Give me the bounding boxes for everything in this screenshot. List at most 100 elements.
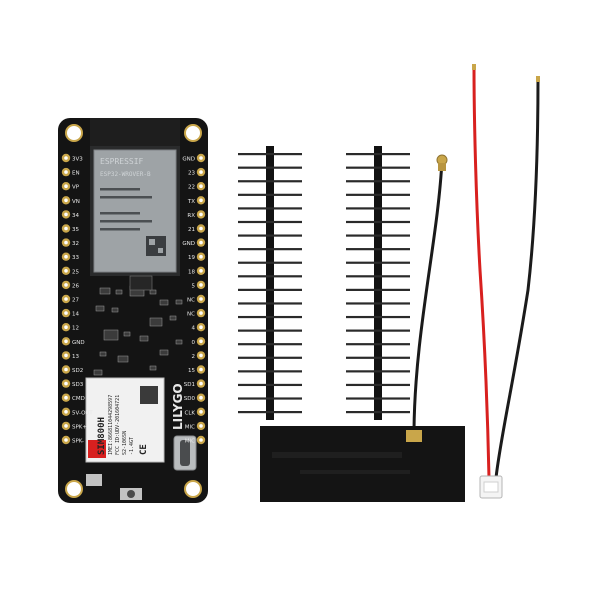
qr-code-corner bbox=[158, 248, 163, 253]
brand-label-group: LILYGO bbox=[171, 383, 185, 430]
sim-label-group: SIM800H IMEI:866811044298597 FCC ID:UDV-… bbox=[97, 395, 149, 455]
header-pin bbox=[346, 343, 410, 346]
pin-label: 33 bbox=[72, 255, 79, 261]
brand-logo: LILYGO bbox=[171, 383, 185, 430]
ttgo-t-call-board: ESPRESSIF ESP32-WROVER-B SIM800H IMEI:86… bbox=[58, 118, 208, 503]
pin-hole bbox=[199, 212, 203, 217]
pin-label: CMD bbox=[72, 396, 85, 402]
pin-hole bbox=[199, 226, 203, 231]
pin-hole bbox=[199, 311, 203, 315]
battery-cable bbox=[472, 64, 540, 499]
pin-hole bbox=[64, 156, 68, 160]
pin-label: 27 bbox=[72, 298, 79, 304]
pin-label: 23 bbox=[188, 171, 195, 177]
smd-part bbox=[123, 331, 131, 337]
pin-hole bbox=[64, 325, 68, 330]
header-pin bbox=[346, 302, 410, 305]
pin-hole bbox=[64, 184, 68, 188]
pin-hole bbox=[199, 438, 203, 442]
pin-label: 18 bbox=[188, 269, 195, 275]
header-pin bbox=[346, 153, 410, 156]
pin-header-right bbox=[346, 146, 410, 420]
smd-part bbox=[175, 339, 183, 345]
antenna-trace bbox=[300, 470, 410, 474]
header-pin bbox=[346, 288, 410, 291]
header-pin bbox=[238, 166, 302, 169]
header-pin bbox=[346, 315, 410, 319]
right-header-pads bbox=[196, 153, 206, 445]
header-plastic bbox=[266, 146, 274, 420]
pin-hole bbox=[64, 212, 68, 217]
header-pin bbox=[238, 397, 302, 400]
header-pin bbox=[238, 207, 302, 210]
pin-hole bbox=[199, 170, 203, 174]
antenna-trace bbox=[272, 452, 402, 458]
sim-line-3: S2-106SN bbox=[122, 431, 128, 455]
smd-part bbox=[93, 369, 103, 376]
pin-label: GND bbox=[182, 157, 195, 163]
pin-label: 4 bbox=[192, 326, 196, 332]
pin-hole bbox=[199, 353, 203, 358]
sim-line-4: -1.4GT bbox=[129, 437, 135, 455]
pin-label: SPK+ bbox=[72, 424, 87, 430]
header-pin bbox=[346, 411, 410, 414]
pin-hole bbox=[64, 438, 68, 442]
pin-label: MIC bbox=[185, 424, 195, 430]
pin-label: RX bbox=[187, 213, 195, 219]
smd-part bbox=[99, 351, 107, 357]
fine-print-line bbox=[100, 220, 152, 223]
pin-hole bbox=[64, 297, 68, 301]
header-plastic bbox=[374, 146, 382, 420]
pin-hole bbox=[199, 424, 203, 428]
pin-label: 3V3 bbox=[72, 157, 83, 163]
header-pin bbox=[238, 275, 302, 278]
header-pin bbox=[346, 383, 410, 387]
pin-label: GND bbox=[182, 241, 195, 247]
right-pin-labels: GND2322TXRX21GND19185NCNC40215SD1SD0CLKM… bbox=[182, 157, 195, 445]
red-wire-tip bbox=[472, 64, 476, 70]
pin-label: 13 bbox=[72, 354, 79, 360]
smd-part bbox=[117, 355, 129, 363]
pin-hole bbox=[64, 240, 68, 245]
pin-label: 35 bbox=[72, 227, 79, 233]
pin-hole bbox=[64, 381, 68, 386]
pin-label: 5 bbox=[192, 283, 196, 289]
header-pin bbox=[346, 207, 410, 210]
smd-part bbox=[99, 287, 111, 295]
reset-button[interactable] bbox=[86, 474, 102, 486]
pin-hole bbox=[199, 367, 203, 372]
smd-part bbox=[149, 317, 163, 327]
smd-part bbox=[149, 289, 157, 295]
header-pin bbox=[346, 248, 410, 251]
header-pin bbox=[346, 193, 410, 196]
pin-hole bbox=[199, 184, 203, 188]
pin-label: GND bbox=[72, 340, 85, 346]
pin-hole bbox=[199, 410, 203, 414]
header-pin bbox=[238, 288, 302, 291]
header-pin bbox=[238, 220, 302, 224]
smd-part bbox=[149, 365, 157, 371]
module-brand: ESPRESSIF bbox=[100, 157, 144, 166]
pin-label: 26 bbox=[72, 283, 79, 289]
pin-label: 34 bbox=[72, 213, 79, 219]
pin-hole bbox=[64, 353, 68, 358]
smd-part bbox=[175, 299, 183, 305]
fine-print-line bbox=[100, 212, 140, 215]
pin-label: 19 bbox=[188, 255, 195, 261]
pin-hole bbox=[199, 269, 203, 273]
mounting-hole-br bbox=[184, 480, 202, 498]
pin-label: 0 bbox=[192, 340, 196, 346]
sim-model: SIM800H bbox=[97, 417, 107, 455]
left-header-pads bbox=[61, 153, 71, 445]
smd-part bbox=[111, 307, 119, 313]
pin-hole bbox=[199, 339, 203, 344]
pin-hole bbox=[199, 156, 203, 160]
pin-hole bbox=[199, 395, 203, 400]
pin-hole bbox=[64, 269, 68, 273]
header-pin bbox=[238, 315, 302, 319]
pin-hole bbox=[199, 198, 203, 203]
pin-label: VP bbox=[72, 185, 80, 191]
module-fine-print bbox=[100, 188, 152, 231]
smd-components bbox=[93, 275, 183, 376]
